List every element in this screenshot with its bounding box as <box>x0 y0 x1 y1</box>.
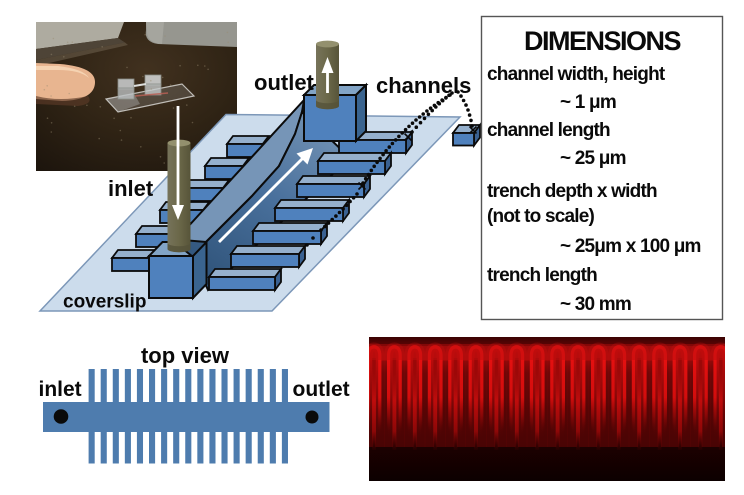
svg-text:top view: top view <box>141 343 230 368</box>
svg-text:outlet: outlet <box>293 378 350 401</box>
svg-text:channel length: channel length <box>487 120 610 141</box>
svg-text:channel width, height: channel width, height <box>487 64 666 85</box>
svg-text:inlet: inlet <box>108 176 154 201</box>
svg-text:~ 25μm x 100 μm: ~ 25μm x 100 μm <box>560 236 701 257</box>
svg-text:DIMENSIONS: DIMENSIONS <box>524 26 681 56</box>
svg-text:coverslip: coverslip <box>63 292 146 313</box>
svg-text:~ 30 mm: ~ 30 mm <box>560 294 631 315</box>
svg-text:outlet: outlet <box>254 70 315 95</box>
svg-text:channels: channels <box>376 73 471 98</box>
svg-text:~ 25 μm: ~ 25 μm <box>560 148 626 169</box>
svg-text:inlet: inlet <box>39 378 82 401</box>
svg-text:trench depth x width: trench depth x width <box>487 181 657 202</box>
svg-text:(not to scale): (not to scale) <box>487 206 595 227</box>
svg-text:~ 1 μm: ~ 1 μm <box>560 92 616 113</box>
svg-text:trench length: trench length <box>487 265 597 286</box>
